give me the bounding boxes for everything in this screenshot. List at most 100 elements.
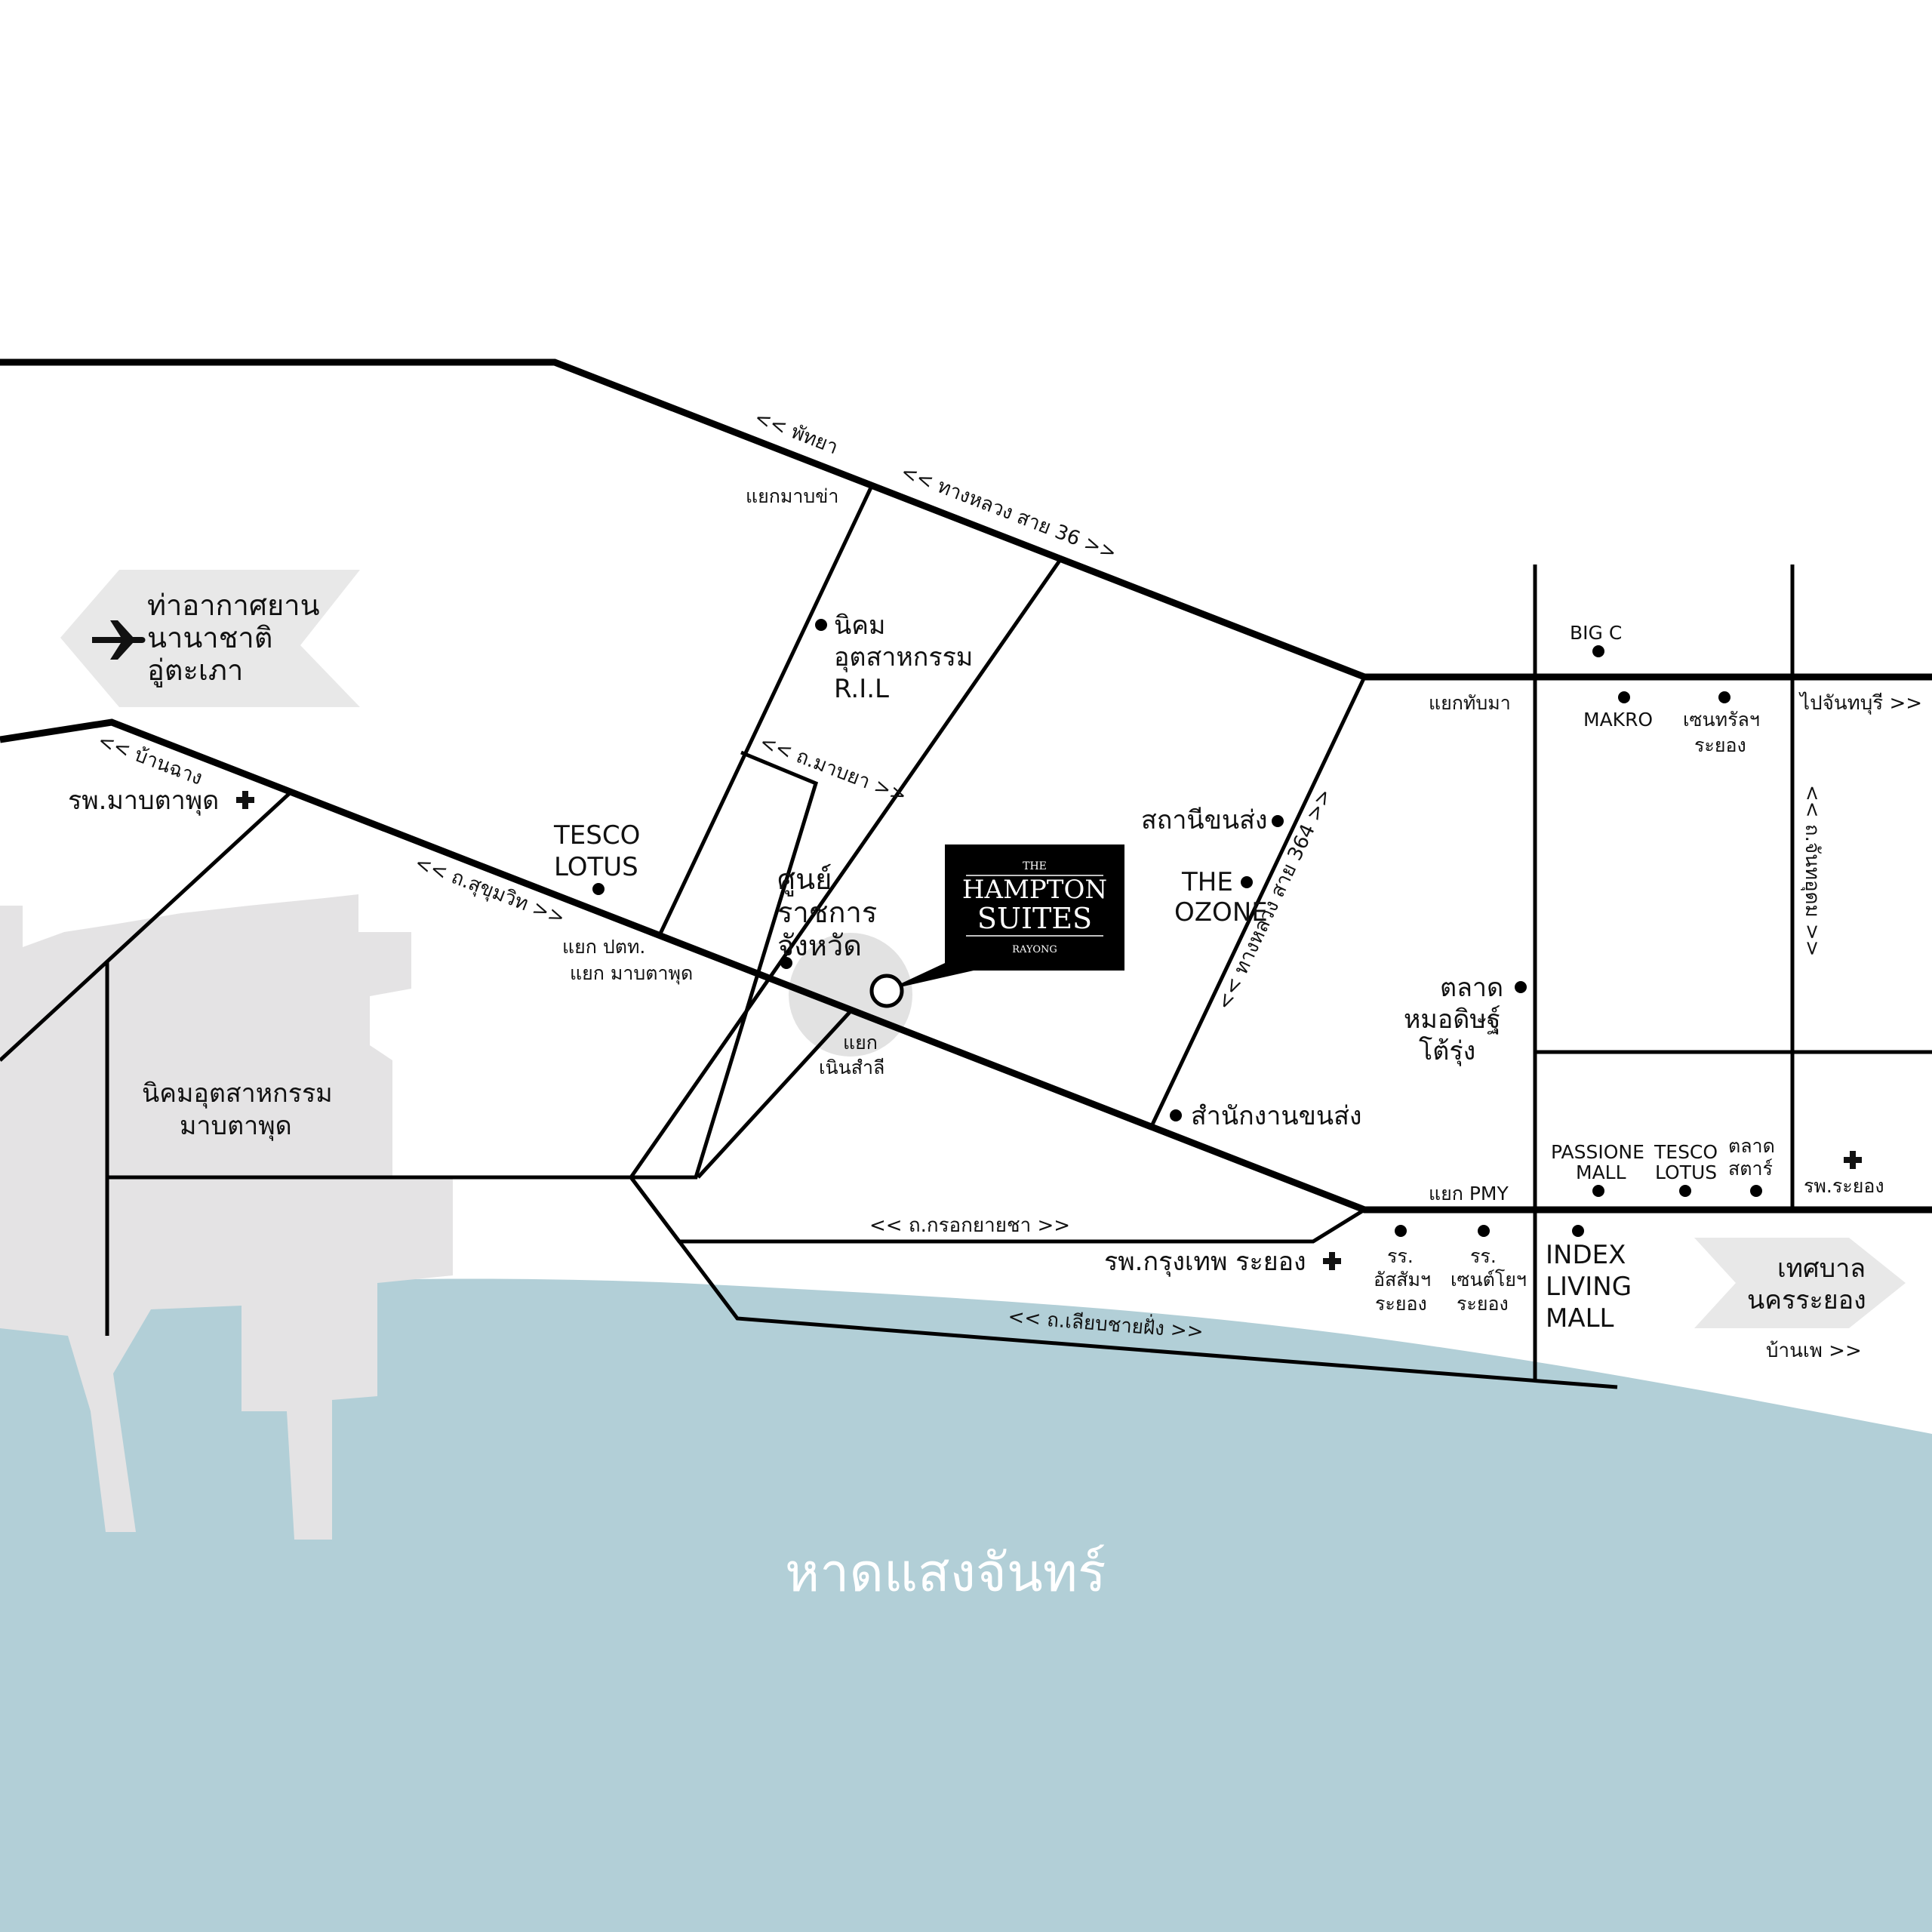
place-tesco-1-line-1: TESCO xyxy=(553,820,640,851)
road-coastal xyxy=(629,1176,1618,1389)
place-school-1-line-1: รร. xyxy=(1387,1245,1414,1267)
place-talad-mor-line-3: โต้รุ่ง xyxy=(1419,1036,1475,1066)
poi-dot-govt-center xyxy=(780,957,792,969)
road-map-kha xyxy=(658,485,874,935)
place-talad-mor-line-1: ตลาด xyxy=(1440,973,1503,1003)
road-chanthaburi-branch xyxy=(1150,675,1367,1126)
place-index-line-3: MALL xyxy=(1546,1303,1614,1334)
municipality-label-line-1: เทศบาล xyxy=(1777,1254,1866,1284)
road-sukhumvit xyxy=(0,718,1932,1214)
place-ozone-line-1: THE xyxy=(1181,867,1233,897)
poi-dot-school-1 xyxy=(1395,1225,1407,1237)
poi-dot-index xyxy=(1572,1225,1584,1237)
road-label-chan-udom: << ถ.จันทอุดม >> xyxy=(1801,785,1823,956)
place-tesco-2-line-2: LOTUS xyxy=(1655,1161,1717,1183)
junction-map-kha: แยกมาบข่า xyxy=(746,485,838,507)
place-makro: MAKRO xyxy=(1583,709,1653,731)
place-big-c: BIG C xyxy=(1570,622,1622,644)
hospital-rayong-label: รพ.ระยอง xyxy=(1804,1175,1884,1197)
poi-dot-the-ozone xyxy=(1241,876,1253,888)
hotel-logo-pointer xyxy=(887,958,974,990)
place-passione-line-1: PASSIONE xyxy=(1551,1141,1644,1163)
hotel-logo-name-2: SUITES xyxy=(977,902,1092,935)
airplane-icon xyxy=(92,620,146,660)
place-school-2-line-2: เซนต์โยฯ xyxy=(1451,1269,1527,1291)
hotel-logo-the: THE xyxy=(1023,860,1047,872)
place-ril-line-1: นิคม xyxy=(834,611,885,641)
hospital-cross-icon xyxy=(1323,1252,1341,1270)
road-label-pattaya: << พัทยา xyxy=(751,407,841,460)
poi-dots xyxy=(592,619,1762,1237)
place-central-line-1: เซนทรัลฯ xyxy=(1683,709,1760,731)
place-govt-line-2: ราชการ xyxy=(777,896,877,929)
place-transport-office: สำนักงานขนส่ง xyxy=(1191,1101,1361,1131)
airport-direction-panel xyxy=(60,570,360,707)
road-label-ban-phe: บ้านเพ >> xyxy=(1766,1340,1862,1362)
road-ban-chang-diag xyxy=(0,791,292,1062)
road-label-chanthaburi: ไปจันทบุรี >> xyxy=(1798,691,1922,715)
sea-label: หาดแสงจันทร์ xyxy=(785,1542,1106,1604)
municipality-label-line-2: นครระยอง xyxy=(1747,1285,1866,1315)
place-index-line-1: INDEX xyxy=(1546,1240,1626,1270)
industrial-estate-area xyxy=(0,894,453,1540)
poi-dot-tesco-1 xyxy=(592,883,605,895)
road-network xyxy=(0,358,1932,1389)
junction-thap-ma: แยกทับมา xyxy=(1429,692,1511,714)
junction-pmy: แยก PMY xyxy=(1429,1183,1509,1204)
place-tesco-1-line-2: LOTUS xyxy=(554,852,638,882)
hotel-logo-box xyxy=(945,844,1124,971)
place-talad-star-line-2: สตาร์ xyxy=(1728,1158,1773,1180)
hospital-cross-icon xyxy=(1844,1151,1862,1169)
place-ozone-line-2: OZONE xyxy=(1174,897,1268,928)
place-bus-station: สถานีขนส่ง xyxy=(1141,805,1268,835)
junction-highlight xyxy=(789,933,912,1057)
road-noen-connector xyxy=(697,1010,852,1179)
poi-dot-ril xyxy=(815,619,827,631)
poi-dot-talad-mor xyxy=(1515,981,1527,993)
airport-label-line-1: ท่าอากาศยาน xyxy=(147,589,320,622)
place-school-2-line-3: ระยอง xyxy=(1457,1293,1509,1315)
poi-dot-talad-star xyxy=(1750,1185,1762,1197)
road-map-ya xyxy=(631,750,819,1180)
junction-ptt-line-2: แยก มาบตาพุด xyxy=(570,962,693,985)
place-central-line-2: ระยอง xyxy=(1694,734,1746,756)
poi-dot-big-c xyxy=(1592,645,1604,657)
hotel-logo-city: RAYONG xyxy=(1012,944,1057,955)
airport-label-line-2: นานาชาติ xyxy=(147,621,272,654)
poi-dot-transport-office xyxy=(1170,1109,1182,1121)
road-connector-north xyxy=(629,559,1062,1179)
poi-dot-central xyxy=(1718,691,1730,703)
place-ril-line-3: R.I.L xyxy=(834,674,889,704)
place-talad-mor-line-2: หมอดิษฐ์ xyxy=(1404,1004,1501,1035)
junction-noen-line-2: เนินสำลี xyxy=(819,1057,884,1078)
industrial-estate-line-2: มาบตาพุด xyxy=(180,1111,292,1141)
airport-label-line-3: อู่ตะเภา xyxy=(147,654,243,688)
road-label-highway-36: << ทางหลวง สาย 36 >> xyxy=(897,461,1119,565)
hotel-pin-circle xyxy=(869,974,904,1008)
place-school-1-line-3: ระยอง xyxy=(1375,1293,1427,1315)
road-highway-36 xyxy=(0,358,1932,681)
junction-ptt-line-1: แยก ปตท. xyxy=(562,936,645,958)
hospital-bangkok-label: รพ.กรุงเทพ ระยอง xyxy=(1104,1247,1306,1277)
place-index-line-2: LIVING xyxy=(1546,1272,1632,1302)
sea-area xyxy=(0,1278,1932,1932)
hospital-maptaphut-label: รพ.มาบตาพุด xyxy=(68,786,219,816)
place-school-1-line-2: อัสสัมฯ xyxy=(1374,1269,1431,1291)
place-tesco-2-line-1: TESCO xyxy=(1654,1141,1718,1163)
place-ril-line-2: อุตสาหกรรม xyxy=(834,642,973,672)
municipality-direction-panel xyxy=(1694,1238,1906,1328)
place-govt-line-1: ศูนย์ xyxy=(777,863,832,897)
poi-dot-makro xyxy=(1618,691,1630,703)
hospital-cross-icon xyxy=(236,791,254,809)
place-passione-line-2: MALL xyxy=(1576,1161,1626,1183)
poi-dot-bus-station xyxy=(1272,815,1284,827)
poi-dot-tesco-2 xyxy=(1679,1185,1691,1197)
poi-dot-school-2 xyxy=(1478,1225,1490,1237)
hotel-location-marker: THE HAMPTON SUITES RAYONG xyxy=(869,844,1124,1008)
road-label-krok-yai-cha: << ถ.กรอกยายชา >> xyxy=(869,1214,1070,1237)
place-govt-line-3: จังหวัด xyxy=(777,929,862,962)
junction-noen-line-1: แยก xyxy=(843,1032,878,1054)
poi-dot-passione xyxy=(1592,1185,1604,1197)
place-school-2-line-1: รร. xyxy=(1470,1245,1497,1267)
